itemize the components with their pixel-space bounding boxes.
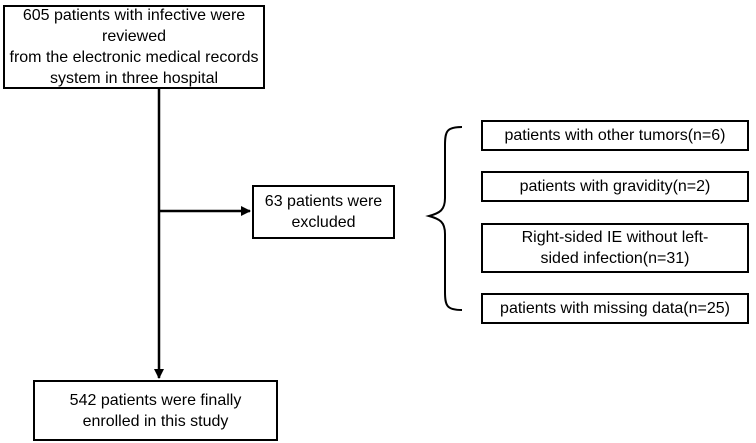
enrolled-patients-text: 542 patients were finally enrolled in th…	[69, 391, 242, 430]
exclusion-reason-box: patients with other tumors(n=6)	[481, 120, 749, 151]
enrolled-patients-box: 542 patients were finally enrolled in th…	[33, 380, 278, 441]
exclusion-reason-box: patients with gravidity(n=2)	[481, 171, 749, 202]
exclusion-reason-box: patients with missing data(n=25)	[481, 293, 749, 324]
exclusion-reason-text: patients with gravidity(n=2)	[519, 178, 711, 195]
exclusion-reason-box: Right-sided IE without left- sided infec…	[481, 223, 749, 273]
exclusion-reason-text: patients with missing data(n=25)	[500, 300, 730, 317]
initial-patients-box: 605 patients with infective were reviewe…	[3, 5, 265, 89]
exclusion-reason-text: Right-sided IE without left- sided infec…	[521, 229, 709, 267]
exclusion-reason-text: patients with other tumors(n=6)	[504, 127, 726, 144]
excluded-patients-text: 63 patients were excluded	[264, 193, 383, 231]
initial-patients-text: 605 patients with infective were reviewe…	[9, 7, 259, 87]
excluded-patients-box: 63 patients were excluded	[252, 185, 395, 239]
exclusion-brace	[425, 126, 463, 311]
